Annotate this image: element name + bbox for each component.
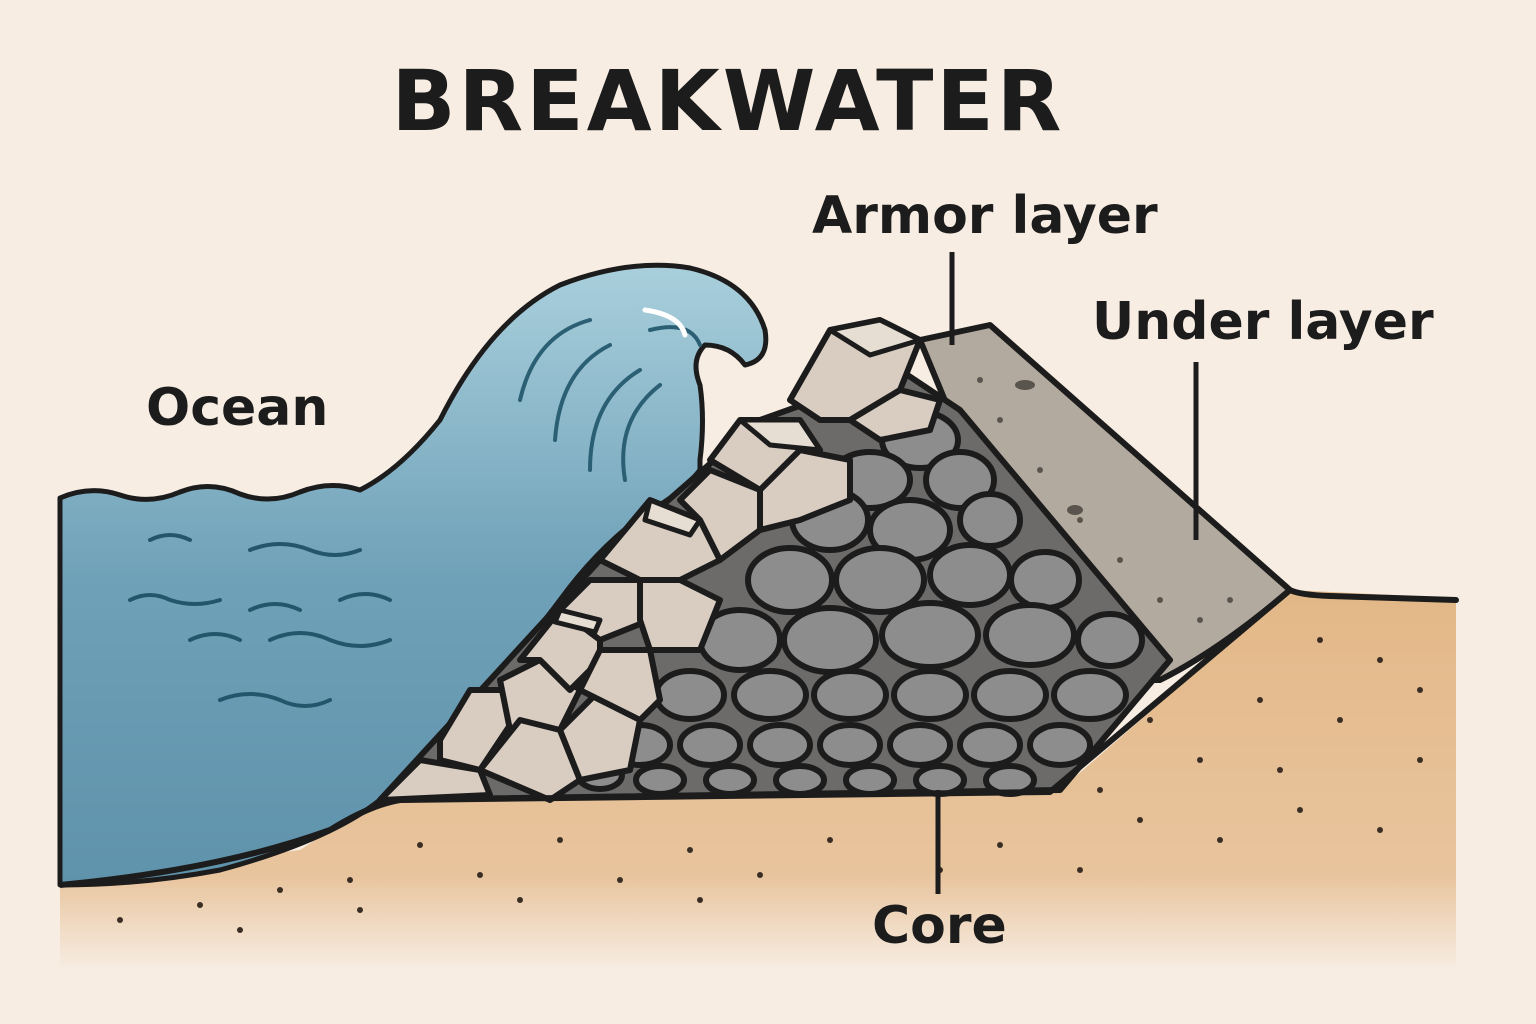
seabed-sand bbox=[60, 590, 1456, 970]
core-label: Core bbox=[872, 896, 1007, 956]
page-title: BREAKWATER bbox=[391, 52, 1065, 150]
wave-curl-lines bbox=[518, 307, 702, 482]
core-stones bbox=[575, 409, 1145, 797]
ground-surface-line bbox=[1287, 587, 1459, 603]
water-ripples bbox=[128, 533, 392, 708]
armor-layer-label: Armor layer bbox=[812, 186, 1158, 246]
seabed-line bbox=[59, 587, 1292, 888]
ocean-label: Ocean bbox=[146, 378, 329, 438]
sand-speckles bbox=[117, 637, 1423, 933]
under-layer-label: Under layer bbox=[1092, 292, 1434, 352]
armor-stone-facets bbox=[552, 317, 923, 635]
